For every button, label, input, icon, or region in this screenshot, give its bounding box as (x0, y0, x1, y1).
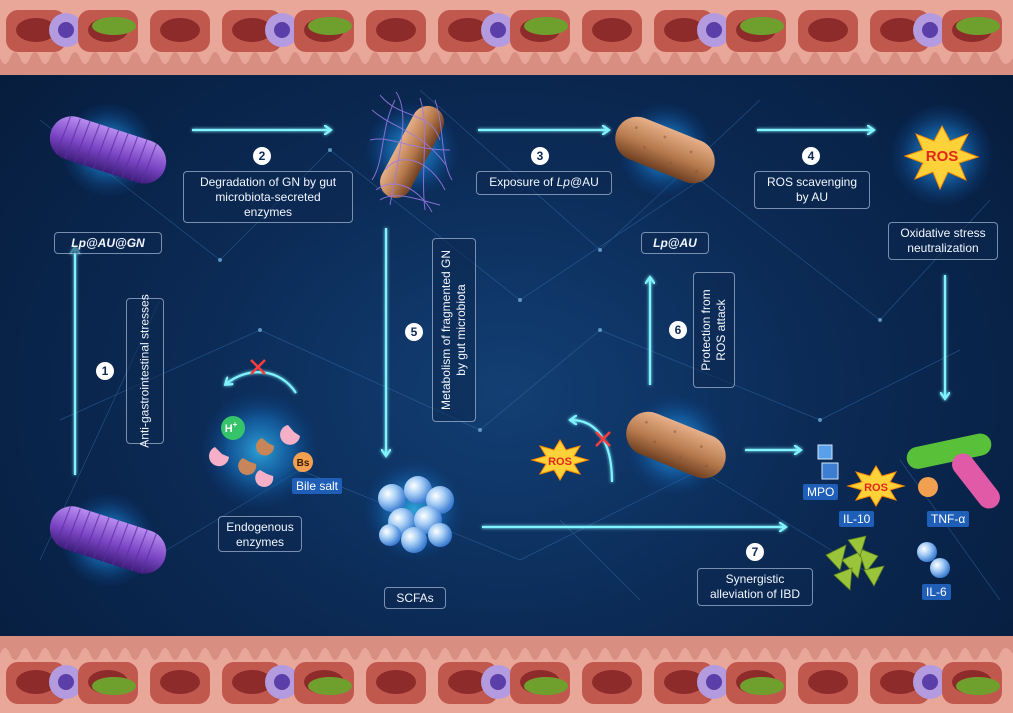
goblet-cell (740, 17, 784, 35)
step-2-number: 2 (253, 147, 271, 165)
tnf-tag: TNF-α (927, 511, 970, 527)
goblet-cell (92, 17, 136, 35)
ros-label-marker: ROS (864, 482, 888, 494)
bile-salt-tag: Bile salt (292, 478, 343, 494)
step-5-label: Metabolism of fragmented GN by gut micro… (432, 238, 476, 422)
ros-attack-star-icon (530, 439, 590, 481)
goblet-cell (92, 677, 136, 695)
scfas-cluster-icon (378, 476, 454, 553)
step-1-number: 1 (96, 362, 114, 380)
goblet-cell (956, 677, 1000, 695)
epithelium-bottom (0, 636, 1013, 713)
h-plus-label: H+ (225, 420, 238, 435)
scfas-label: SCFAs (384, 587, 446, 609)
step-6-label: Protection from ROS attack (693, 272, 735, 388)
il6-balls-icon (917, 542, 950, 578)
ros-label-top: ROS (926, 148, 959, 165)
degrading-gn-bacterium-icon (369, 91, 453, 213)
step-4-label: ROS scavenging by AU (754, 171, 870, 209)
il6-tag: IL-6 (922, 584, 951, 600)
step-2-label: Degradation of GN by gut microbiota-secr… (183, 171, 353, 223)
lp-au-label: Lp@AU (641, 232, 709, 254)
goblet-cell (308, 17, 352, 35)
flow-arrows (75, 130, 945, 527)
goblet-cell (956, 17, 1000, 35)
ros-label-attack: ROS (548, 456, 572, 468)
mpo-tag: MPO (803, 484, 839, 500)
goblet-cell (524, 677, 568, 695)
lp-au-bacterium-icon (615, 116, 715, 184)
epithelium-top (0, 0, 1013, 75)
step-7-number: 7 (746, 543, 764, 561)
lp-au-protected-bacterium-icon (626, 411, 726, 479)
step-7-label: Synergistic alleviation of IBD (697, 568, 813, 606)
step-6-number: 6 (669, 321, 687, 339)
enzymes-cluster-icon (209, 416, 313, 487)
step-1-label: Anti-gastrointestinal stresses (126, 294, 164, 448)
bs-label: Bs (297, 458, 310, 469)
goblet-cell (524, 17, 568, 35)
goblet-cell (308, 677, 352, 695)
endogenous-enzymes-label: Endogenous enzymes (218, 516, 302, 552)
goblet-cell (740, 677, 784, 695)
step-5-number: 5 (405, 323, 423, 341)
step-4-number: 4 (802, 147, 820, 165)
oxidative-stress-label: Oxidative stress neutralization (888, 222, 998, 260)
blocked-x-icons (250, 359, 611, 447)
lp-au-gn-bacterium-bottom-icon (49, 506, 167, 574)
tnf-bacteria-icon (906, 433, 1000, 509)
step-3-label: Exposure of Lp@AU (476, 171, 612, 195)
il10-tag: IL-10 (839, 511, 875, 527)
ros-marker-star-icon (846, 465, 906, 507)
lp-au-gn-label: Lp@AU@GN (54, 232, 162, 254)
ros-star-icon (903, 124, 980, 191)
lp-au-gn-bacterium-icon (49, 116, 167, 184)
mpo-cubes-icon (817, 444, 839, 480)
step-3-number: 3 (531, 147, 549, 165)
il10-crystals-icon (825, 535, 885, 591)
